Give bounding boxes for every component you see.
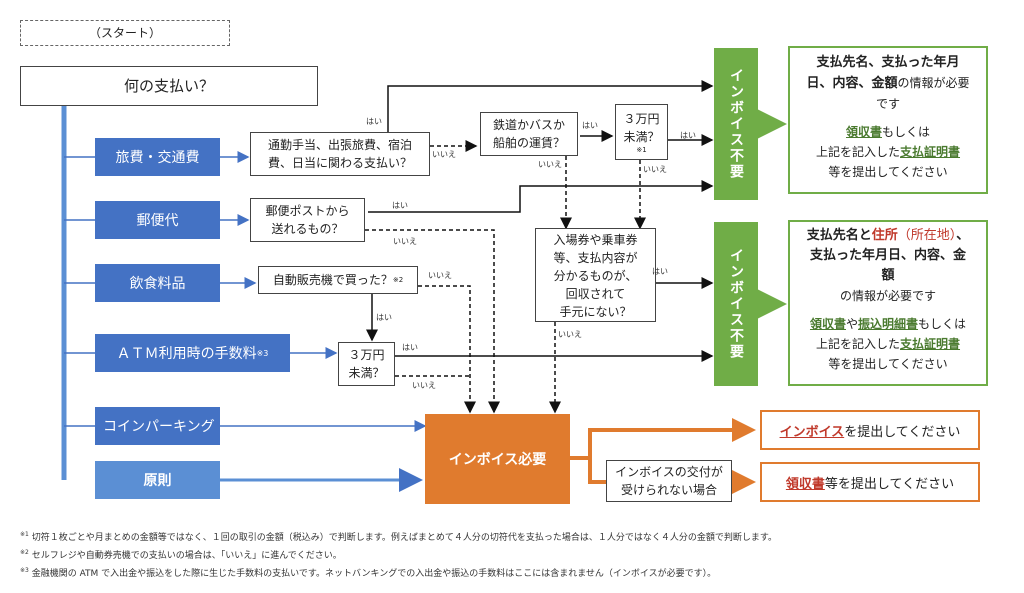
label-yes-commute: はい (366, 117, 382, 126)
label-yes-30k-b: はい (402, 343, 418, 352)
decision-ticket: 入場券や乗車券 等、支払内容が 分かるものが、 回収されて 手元にない？ (535, 228, 656, 322)
p1-line1b: 日、内容、金額 (806, 76, 898, 91)
p1-line1c: の情報が必要 (897, 76, 970, 90)
p2-transfer: 振込明細書 (858, 317, 919, 331)
label-no-30k-a: いいえ (643, 165, 667, 174)
decision-no-invoice-case: インボイスの交付が 受けられない場合 (606, 460, 732, 502)
p1-line3a: 上記を記入した (815, 145, 900, 159)
decision-under30k-a-mark: ※1 (636, 146, 647, 154)
p1-certificate: 支払証明書 (900, 145, 961, 159)
p1-line1d: です (875, 97, 900, 111)
p2-address: 住所 (871, 228, 898, 243)
label-no-post: いいえ (393, 237, 417, 246)
label-no-commute: いいえ (432, 150, 456, 159)
decision-under30k-a: ３万円 未満？ ※1 (615, 104, 668, 160)
p3-rest: を提出してください (844, 424, 961, 440)
category-atm: ＡＴＭ利用時の手数料※3 (95, 334, 290, 372)
footnote-2-mark: ※2 (20, 549, 29, 556)
decision-vending-text: 自動販売機で買った？ (272, 273, 393, 287)
footnote-1: ※1 切符１枚ごとや月まとめの金額等ではなく、１回の取引の金額（税込み）で判断し… (20, 530, 777, 543)
result-no-invoice-2: インボイス不要 (714, 222, 758, 386)
label-no-ticket: いいえ (558, 330, 582, 339)
label-no-vending: いいえ (428, 271, 452, 280)
p1-line1a: 支払先名、支払った年月 (816, 55, 960, 70)
vending-note-mark: ※2 (392, 276, 404, 284)
decision-commute: 通勤手当、出張旅費、宿泊 費、日当に関わる支払い？ (250, 132, 430, 176)
p1-receipt: 領収書 (845, 125, 882, 139)
footnote-2: ※2 セルフレジや自動券売機での支払いの場合は、「いいえ」に進んでください。 (20, 548, 342, 561)
p2-line1b: 、 (956, 228, 970, 243)
panel-submit-invoice: インボイスを提出してください (760, 410, 980, 450)
label-no-rail: いいえ (538, 160, 562, 169)
p2-line7: 等を提出してください (828, 357, 948, 371)
question-node: 何の支払い？ (20, 66, 318, 106)
label-yes-vending: はい (376, 313, 392, 322)
result-no-invoice-1: インボイス不要 (714, 48, 758, 200)
p2-line3: 額 (881, 268, 895, 283)
p2-certificate: 支払証明書 (900, 337, 961, 351)
p3-invoice: インボイス (779, 424, 845, 440)
label-yes-30k-a: はい (680, 131, 696, 140)
footnote-1-text: 切符１枚ごとや月まとめの金額等ではなく、１回の取引の金額（税込み）で判断します。… (31, 533, 777, 543)
p4-rest: 等を提出してください (824, 476, 955, 492)
category-travel: 旅費・交通費 (95, 138, 220, 176)
atm-note-mark: ※3 (256, 348, 269, 358)
p2-receipt: 領収書 (809, 317, 846, 331)
category-principle: 原則 (95, 461, 220, 499)
category-parking: コインパーキング (95, 407, 220, 445)
result-invoice-needed: インボイス必要 (425, 414, 570, 504)
panel-requirements-1: 支払先名、支払った年月 日、内容、金額の情報が必要 です 領収書もしくは 上記を… (788, 46, 988, 194)
category-food: 飲食料品 (95, 264, 220, 302)
p2-line4: の情報が必要です (839, 289, 936, 303)
category-atm-label: ＡＴＭ利用時の手数料 (116, 346, 257, 362)
label-yes-ticket: はい (652, 267, 668, 276)
p2-line1a: 支払先名と (806, 228, 872, 243)
label-yes-rail: はい (582, 121, 598, 130)
decision-vending: 自動販売機で買った？※2 (258, 266, 418, 294)
footnote-3-text: 金融機関の ATM で入出金や振込をした際に生じた手数料の支払いです。ネットバン… (31, 569, 717, 579)
decision-under30k-b: ３万円 未満？ (338, 342, 395, 386)
decision-under30k-a-text: ３万円 未満？ (623, 112, 660, 144)
p4-receipt: 領収書 (785, 476, 825, 492)
p1-or: もしくは (882, 125, 931, 139)
decision-post: 郵便ポストから 送れるもの？ (250, 198, 365, 242)
p2-line2: 支払った年月日、内容、金 (809, 248, 966, 263)
panel-requirements-2: 支払先名と住所（所在地）、 支払った年月日、内容、金 額 の情報が必要です 領収… (788, 220, 988, 386)
category-postage: 郵便代 (95, 201, 220, 239)
label-no-30k-b: いいえ (412, 381, 436, 390)
p2-address-paren: （所在地） (897, 228, 957, 243)
p2-or: もしくは (918, 317, 967, 331)
p2-and: や (845, 317, 858, 331)
p2-line6a: 上記を記入した (815, 337, 900, 351)
footnote-2-text: セルフレジや自動券売機での支払いの場合は、「いいえ」に進んでください。 (31, 551, 342, 561)
footnote-1-mark: ※1 (20, 531, 29, 538)
p1-line4: 等を提出してください (828, 165, 948, 179)
footnote-3-mark: ※3 (20, 567, 29, 574)
start-node: （スタート） (20, 20, 230, 46)
panel-submit-receipt: 領収書等を提出してください (760, 462, 980, 502)
footnote-3: ※3 金融機関の ATM で入出金や振込をした際に生じた手数料の支払いです。ネッ… (20, 566, 716, 579)
label-yes-post: はい (392, 201, 408, 210)
decision-rail: 鉄道かバスか 船舶の運賃？ (480, 112, 578, 156)
